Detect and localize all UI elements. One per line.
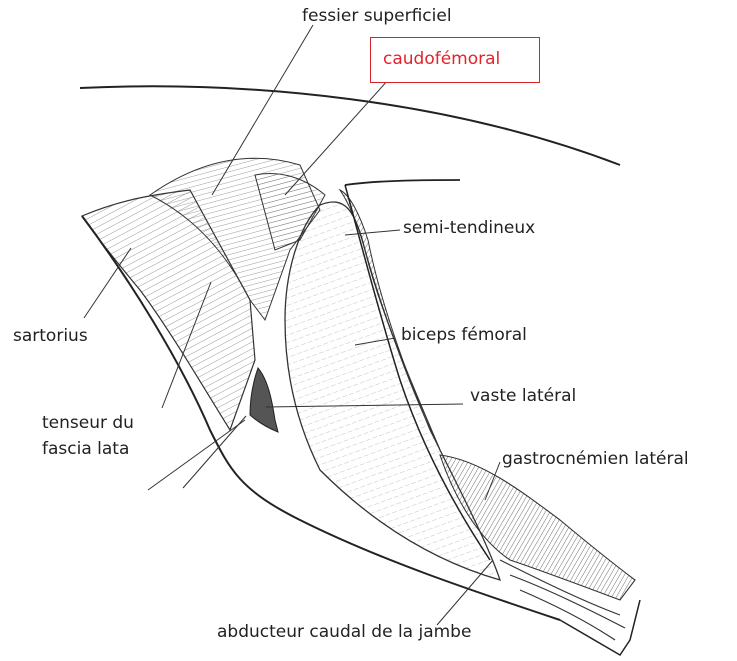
label-biceps-femoral: biceps fémoral — [401, 325, 527, 346]
label-tenseur-line2: fascia lata — [42, 439, 129, 460]
vastus-lateralis-muscle — [250, 368, 278, 432]
hock-outline — [560, 600, 640, 655]
label-semi-tendineux: semi-tendineux — [403, 218, 535, 239]
thigh-caudal-edge — [345, 180, 460, 185]
label-tenseur-line1: tenseur du — [42, 413, 134, 434]
biceps-femoral-muscle — [285, 202, 500, 580]
body-outline — [80, 86, 620, 165]
label-gastrocnemien-lateral: gastrocnémien latéral — [502, 449, 689, 470]
label-vaste-lateral: vaste latéral — [470, 386, 576, 407]
label-caudofemoral: caudofémoral — [383, 49, 500, 70]
label-abducteur: abducteur caudal de la jambe — [217, 622, 471, 643]
label-sartorius: sartorius — [13, 326, 88, 347]
label-fessier-superficiel: fessier superficiel — [302, 6, 452, 27]
